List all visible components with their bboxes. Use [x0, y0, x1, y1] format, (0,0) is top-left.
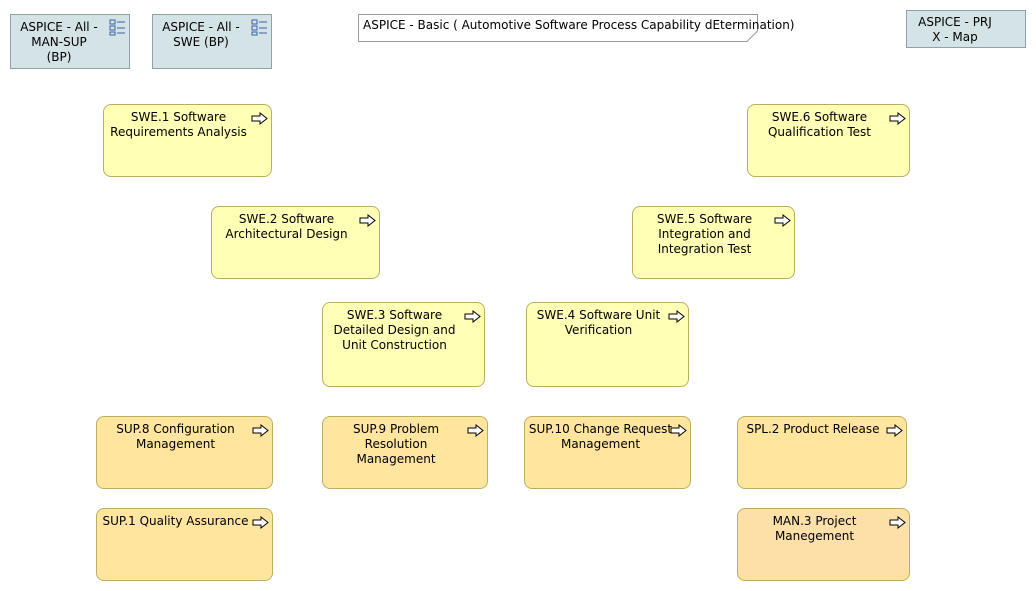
process-arrow-icon [670, 424, 687, 437]
process-sup8[interactable]: SUP.8 Configuration Management [96, 416, 273, 489]
process-sup1[interactable]: SUP.1 Quality Assurance [96, 508, 273, 581]
process-sup10[interactable]: SUP.10 Change Request Management [524, 416, 691, 489]
process-arrow-icon [889, 112, 906, 125]
diagram-model-icon [109, 19, 125, 36]
process-arrow-icon [252, 424, 269, 437]
process-arrow-icon [464, 310, 481, 323]
process-swe6[interactable]: SWE.6 Software Qualification Test [747, 104, 910, 177]
process-label: SWE.2 Software Architectural Design [225, 212, 348, 241]
process-arrow-icon [774, 214, 791, 227]
diagram-ref-label: ASPICE - All - SWE (BP) [162, 20, 240, 49]
process-swe1[interactable]: SWE.1 Software Requirements Analysis [103, 104, 272, 177]
process-swe2[interactable]: SWE.2 Software Architectural Design [211, 206, 380, 279]
process-arrow-icon [251, 112, 268, 125]
diagram-ref-label: ASPICE - All - MAN-SUP (BP) [20, 20, 98, 64]
process-label: SUP.8 Configuration Management [116, 422, 235, 451]
process-label: SWE.4 Software Unit Verification [536, 308, 661, 337]
process-arrow-icon [886, 424, 903, 437]
process-arrow-icon [668, 310, 685, 323]
process-man3[interactable]: MAN.3 Project Manegement [737, 508, 910, 581]
process-arrow-icon [252, 516, 269, 529]
diagram-ref-man-sup[interactable]: ASPICE - All - MAN-SUP (BP) [10, 14, 130, 69]
process-label: SWE.5 Software Integration and Integrati… [656, 212, 753, 256]
process-label: SUP.10 Change Request Management [528, 422, 673, 451]
process-label: SWE.3 Software Detailed Design and Unit … [333, 308, 456, 352]
process-arrow-icon [889, 516, 906, 529]
process-arrow-icon [359, 214, 376, 227]
note-shape [358, 14, 758, 42]
diagram-model-icon [251, 19, 267, 36]
diagram-note[interactable]: ASPICE - Basic ( Automotive Software Pro… [358, 14, 794, 42]
process-label: SWE.1 Software Requirements Analysis [110, 110, 247, 139]
process-swe4[interactable]: SWE.4 Software Unit Verification [526, 302, 689, 387]
process-sup9[interactable]: SUP.9 Problem Resolution Management [322, 416, 488, 489]
process-label: SUP.1 Quality Assurance [102, 514, 249, 528]
diagram-ref-swe[interactable]: ASPICE - All - SWE (BP) [152, 14, 272, 69]
diagram-ref-label: ASPICE - PRJ X - Map [918, 15, 992, 44]
process-label: MAN.3 Project Manegement [772, 514, 857, 543]
process-swe3[interactable]: SWE.3 Software Detailed Design and Unit … [322, 302, 485, 387]
process-swe5[interactable]: SWE.5 Software Integration and Integrati… [632, 206, 795, 279]
process-label: SWE.6 Software Qualification Test [767, 110, 871, 139]
process-label: SUP.9 Problem Resolution Management [352, 422, 440, 466]
diagram-ref-prj-map[interactable]: ASPICE - PRJ X - Map [906, 10, 1026, 48]
process-spl2[interactable]: SPL.2 Product Release [737, 416, 907, 489]
note-title: ASPICE - Basic ( Automotive Software Pro… [363, 18, 795, 32]
process-label: SPL.2 Product Release [746, 422, 880, 436]
process-arrow-icon [467, 424, 484, 437]
